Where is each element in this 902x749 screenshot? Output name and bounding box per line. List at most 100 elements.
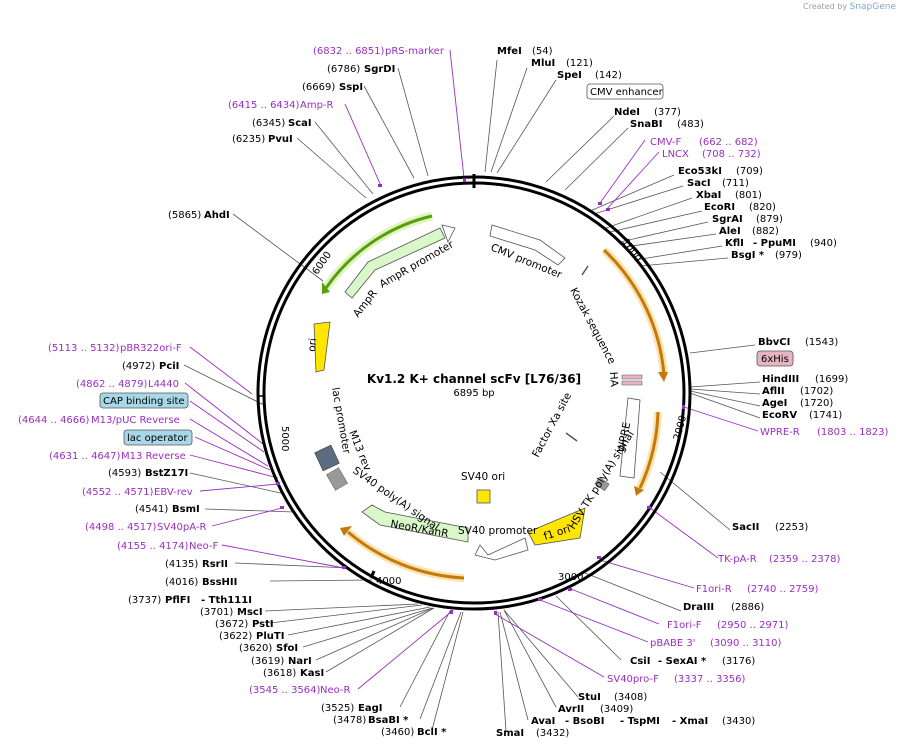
f1-ori-arrow xyxy=(527,507,586,546)
site-bsmi-pos: (4541) xyxy=(135,504,168,515)
primer-pbr322-pos: (5113 .. 5132) xyxy=(48,343,120,354)
site-mlui-pos: (121) xyxy=(566,58,593,69)
credit-prefix: Created by xyxy=(803,2,848,11)
site-smai: SmaI xyxy=(496,728,524,739)
label-ori: ori xyxy=(306,337,319,352)
site-psti: PstI xyxy=(252,619,274,630)
site-ecorv: EcoRV xyxy=(762,410,797,421)
site-pvui: PvuI xyxy=(268,134,293,145)
primer-l4440-pos: (4862 .. 4879) xyxy=(76,379,148,390)
site-ndei-pos: (377) xyxy=(654,107,681,118)
site-pluti-pos: (3622) xyxy=(219,631,252,642)
site-mfei: MfeI xyxy=(497,46,522,57)
orf-arrowhead xyxy=(634,486,644,496)
label-cap-binding: CAP binding site xyxy=(103,396,185,407)
box-lac-operator xyxy=(123,429,193,446)
primer-ebv-rev: EBV-rev xyxy=(154,487,193,498)
site-spei-pos: (142) xyxy=(595,70,622,81)
site-bbvci-pos: (1543) xyxy=(805,337,838,348)
label-hsv-tk: HSV TK poly(A) signal xyxy=(566,429,636,532)
site-eagi-pos: (3525) xyxy=(321,703,354,714)
plasmid-name: Kv1.2 K+ channel scFv [L76/36] xyxy=(367,372,581,386)
site-tth111i: - Tth111I xyxy=(201,595,252,606)
site-agei: AgeI xyxy=(762,398,787,409)
site-bstz17i-pos: (4593) xyxy=(108,468,141,479)
primer-neo-r-pos: (3545 .. 3564) xyxy=(249,685,321,696)
site-hindiii: HindIII xyxy=(762,374,799,385)
site-pflfi-pos: (3737) xyxy=(128,595,161,606)
orf-arrowhead xyxy=(340,526,352,536)
tick-6000: 6000 xyxy=(311,250,335,277)
ampr-arrowhead xyxy=(322,282,330,294)
primer-m13-puc: M13/pUC Reverse xyxy=(91,415,180,426)
ampr-orf-glow xyxy=(322,211,434,291)
primer-tk-pa-r: TK-pA-R xyxy=(717,554,757,565)
sv40-polya-mark xyxy=(326,467,348,491)
ori-arrow xyxy=(313,321,331,373)
site-smai-pos: (3432) xyxy=(536,728,569,739)
orf-arcs xyxy=(345,247,668,582)
site-csii-pos: (3176) xyxy=(722,656,755,667)
label-sv40-ori: SV40 ori xyxy=(461,471,505,483)
primer-cmv-f-pos: (662 .. 682) xyxy=(699,137,758,148)
orf-arrowhead xyxy=(658,372,668,382)
site-nari-pos: (3619) xyxy=(251,656,284,667)
site-agei-pos: (1720) xyxy=(800,398,833,409)
credit-brand: SnapGene xyxy=(849,2,896,12)
site-xbai: XbaI xyxy=(696,190,721,201)
site-bsobi: - BsoBI xyxy=(565,716,604,727)
tick-4000: 4000 xyxy=(376,576,401,587)
site-sacii: SacII xyxy=(732,522,759,533)
primer-m13-reverse-pos: (4631 .. 4647) xyxy=(49,451,121,462)
primer-m13-puc-pos: (4644 .. 4666) xyxy=(18,415,90,426)
primer-prs-marker: pRS-marker xyxy=(385,46,445,57)
his-tag-mark xyxy=(621,374,643,380)
label-kozak: Kozak sequence xyxy=(567,286,617,366)
leader-lines xyxy=(183,59,761,732)
label-sv40-promoter: SV40 promoter xyxy=(458,525,538,537)
site-sgrdi-pos: (6786) xyxy=(327,64,360,75)
site-bsshii: BssHII xyxy=(202,577,237,588)
site-bsabi-pos: (3478) xyxy=(333,715,366,726)
site-ecori-pos: (820) xyxy=(749,202,776,213)
site-psti-pos: (3672) xyxy=(215,619,248,630)
primer-f1ori-r-pos: (2740 .. 2759) xyxy=(747,584,819,595)
label-lac-operator: lac operator xyxy=(127,433,188,444)
wpre-box xyxy=(619,397,641,479)
site-sspi: SspI xyxy=(339,82,363,93)
site-hindiii-pos: (1699) xyxy=(815,374,848,385)
site-stui-pos: (3408) xyxy=(614,692,647,703)
site-eagi: EagI xyxy=(358,703,382,714)
label-ha: HA xyxy=(607,371,620,388)
primer-pbabe: pBABE 3' xyxy=(650,638,696,649)
site-sfoi-pos: (3620) xyxy=(239,643,272,654)
site-ecorv-pos: (1741) xyxy=(809,410,842,421)
site-sfoi: SfoI xyxy=(276,643,298,654)
site-bstz17i: BstZ17I xyxy=(145,468,188,479)
primer-amp-r-pos: (6415 .. 6434) xyxy=(228,100,300,111)
site-scai-pos: (6345) xyxy=(252,118,285,129)
site-bcli: BclI * xyxy=(417,727,447,738)
site-pvui-pos: (6235) xyxy=(232,134,265,145)
site-xmai: - XmaI xyxy=(672,716,708,727)
site-nari: NarI xyxy=(288,656,312,667)
site-sacii-pos: (2253) xyxy=(775,522,808,533)
site-pluti: PluTI xyxy=(256,631,284,642)
site-aflii: AflII xyxy=(762,386,785,397)
site-bbvci: BbvCI xyxy=(758,337,790,348)
primer-lncx-pos: (708 .. 732) xyxy=(702,149,761,160)
site-aflii-pos: (1702) xyxy=(800,386,833,397)
site-rsrii-pos: (4135) xyxy=(165,559,198,570)
ampr-promoter-arrow xyxy=(441,224,456,244)
site-tspmi: - TspMI xyxy=(620,716,660,727)
primer-sv40pro-f: SV40pro-F xyxy=(607,674,659,685)
site-alei: AleI xyxy=(719,226,741,237)
tick-3000: 3000 xyxy=(558,572,583,583)
site-bcli-pos: (3460) xyxy=(381,727,414,738)
site-saci: SacI xyxy=(687,178,711,189)
site-msci: MscI xyxy=(237,607,263,618)
primer-amp-r: Amp-R xyxy=(300,100,334,111)
site-avai: AvaI xyxy=(531,716,555,727)
site-stui: StuI xyxy=(578,692,601,703)
site-ecori: EcoRI xyxy=(704,202,735,213)
